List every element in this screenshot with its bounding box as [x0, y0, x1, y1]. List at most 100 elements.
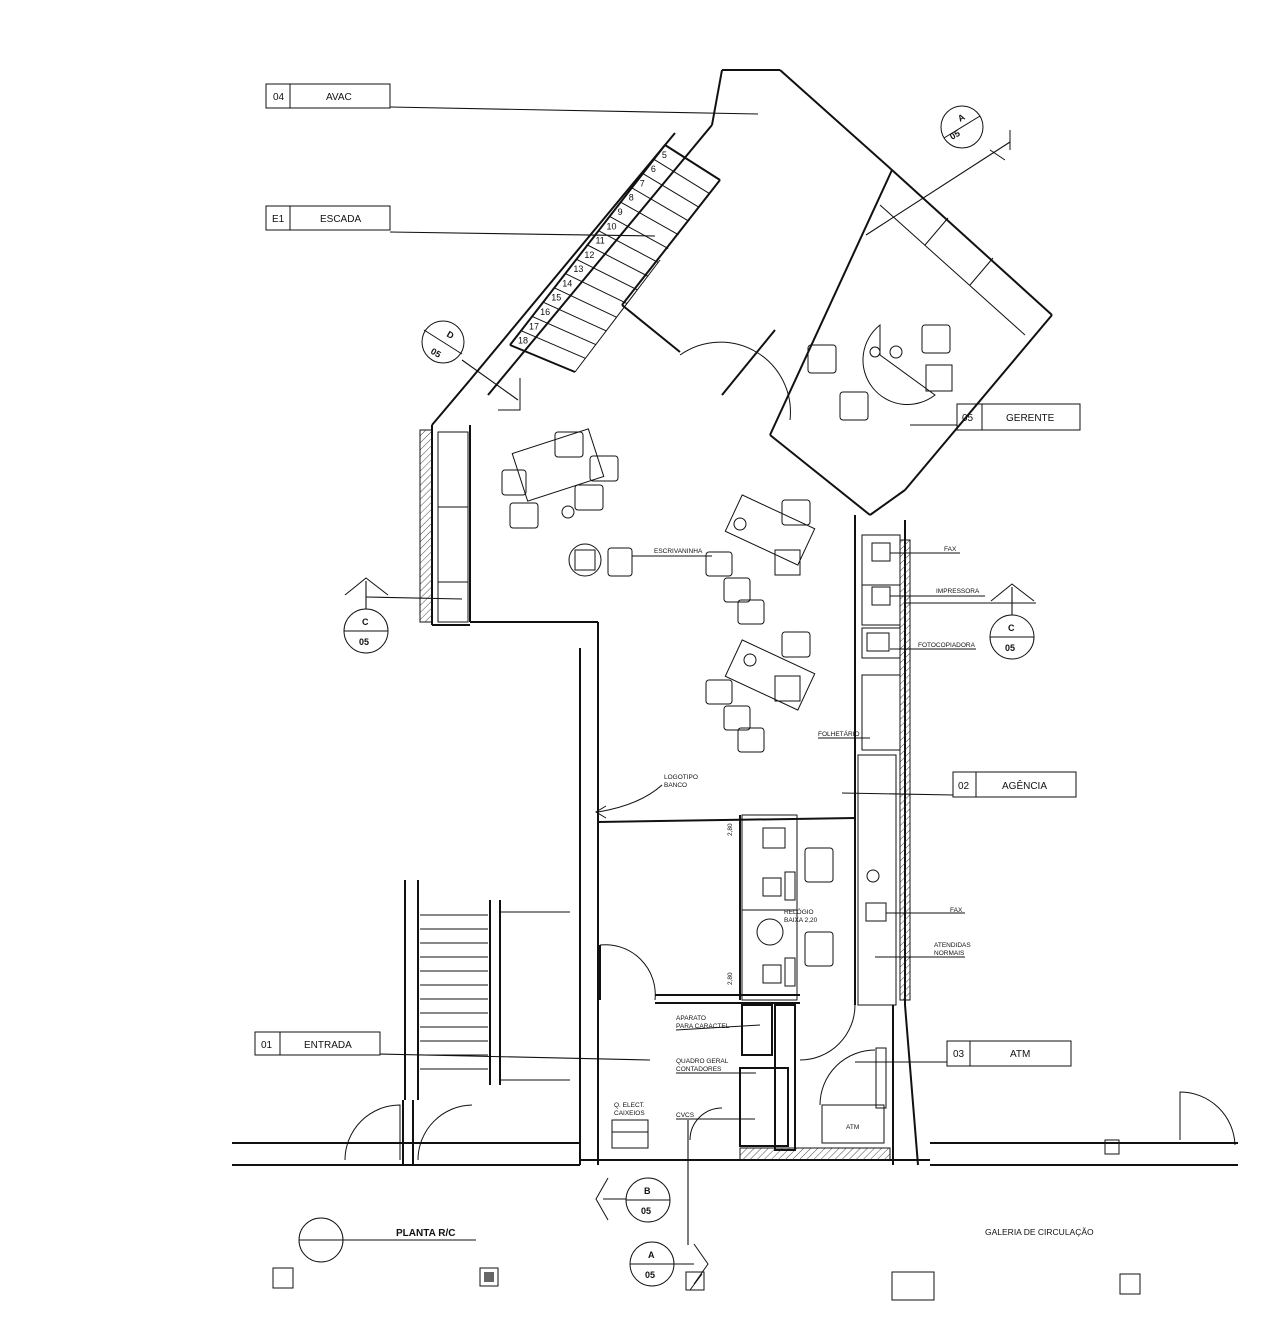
stair-tread — [543, 301, 607, 332]
room-tag-code: 03 — [953, 1049, 965, 1060]
section-sheet: 05 — [429, 346, 443, 360]
section-sheet: 05 — [1005, 643, 1015, 653]
label-atendidas: ATENDIDAS — [934, 942, 971, 949]
exterior-walls — [419, 69, 1053, 1166]
section-marker-b: B 05 — [595, 1177, 671, 1223]
stair-step-number: 16 — [540, 307, 550, 317]
stair-tread — [576, 258, 638, 291]
stair-step-number: 8 — [629, 193, 634, 203]
interior-walls — [437, 204, 1026, 1151]
stair-tread — [509, 344, 576, 373]
stair-step-number: 9 — [618, 207, 623, 217]
section-sheet: 05 — [641, 1206, 651, 1216]
label-q-elect-sub: CAIXEIOS — [614, 1110, 645, 1117]
stair-tread — [520, 330, 586, 359]
label-fax-bottom: FAX — [950, 907, 963, 914]
street-line — [232, 880, 1238, 1166]
room-tag-name: GERENTE — [1006, 413, 1055, 424]
stair-step-number: 7 — [640, 178, 645, 188]
label-impressora: IMPRESSORA — [936, 588, 980, 595]
section-sheet: 05 — [645, 1270, 655, 1280]
section-letter: A — [648, 1250, 655, 1260]
stair-tread — [631, 187, 690, 222]
stair-step-number: 5 — [662, 150, 667, 160]
stair-tread — [664, 144, 721, 181]
label-atm-unit: ATM — [846, 1124, 859, 1131]
section-letter: C — [362, 617, 369, 627]
stair-tread — [642, 173, 700, 208]
section-sheet: 05 — [948, 128, 962, 142]
stair-tread — [598, 230, 659, 263]
furniture — [501, 323, 953, 987]
label-aparato: APARATO — [676, 1015, 706, 1022]
label-aparato-sub: PARA CARACTEL — [676, 1023, 730, 1030]
staircase — [509, 144, 721, 373]
label-q-elect: Q. ELECT. — [614, 1102, 645, 1109]
stair-tread — [587, 244, 648, 277]
stair-step-number: 15 — [551, 293, 561, 303]
label-quadro-sub: CONTADORES — [676, 1066, 722, 1073]
room-tag-gerente: 05 GERENTE — [910, 403, 1081, 431]
label-relogio: RELÓGIO — [784, 907, 814, 916]
stair-tread — [653, 158, 710, 195]
room-tag-name: AGÊNCIA — [1002, 779, 1047, 792]
room-tag-name: ESCADA — [320, 214, 361, 225]
room-tag-name: ENTRADA — [304, 1040, 352, 1051]
room-tag-code: 02 — [958, 781, 970, 792]
stair-tread — [565, 273, 628, 304]
room-tag-entrada: 01 ENTRADA — [254, 1031, 651, 1061]
section-marker-a-bottom: A 05 — [629, 1120, 709, 1287]
label-atendidas-sub: NORMAIS — [934, 950, 965, 957]
plan-title-symbol: PLANTA R/C — [298, 1217, 476, 1263]
stair-step-number: 6 — [651, 164, 656, 174]
label-cvcs: CVCS — [676, 1112, 695, 1119]
stair-step-number: 12 — [584, 250, 594, 260]
legend-squares — [272, 1267, 1141, 1301]
stair-treads — [509, 144, 721, 373]
stair-step-number: 17 — [529, 321, 539, 331]
section-marker-d: D 05 — [421, 320, 521, 411]
room-tag-escada: E1 ESCADA — [265, 205, 656, 237]
label-logotipo: LOGOTIPO — [664, 774, 698, 781]
stair-tread — [620, 201, 679, 236]
section-letter: A — [956, 112, 967, 124]
section-marker-a-top: A 05 — [865, 105, 1011, 236]
label-dim1: 2,80 — [727, 823, 734, 836]
label-relogio-sub: BAIXA 2,20 — [784, 917, 818, 924]
plan-title: PLANTA R/C — [396, 1228, 455, 1239]
label-folhetario: FOLHETÁRIO — [818, 729, 860, 738]
section-sheet: 05 — [359, 637, 369, 647]
section-letter: B — [644, 1186, 651, 1196]
label-fotocopiadora: FOTOCOPIADORA — [918, 642, 976, 649]
room-tag-agencia: 02 AGÊNCIA — [841, 771, 1077, 798]
room-tag-code: 01 — [261, 1040, 273, 1051]
room-tag-atm: 03 ATM — [855, 1040, 1072, 1067]
section-marker-c-left: C 05 — [343, 577, 463, 654]
equipment-labels: FAX IMPRESSORA FOTOCOPIADORA FOLHETÁRIO … — [595, 546, 985, 1131]
gallery-label: GALERIA DE CIRCULAÇÃO — [985, 1227, 1094, 1237]
stair-step-number: 11 — [595, 236, 604, 246]
room-tag-avac: 04 AVAC — [265, 83, 759, 115]
room-tag-code: 05 — [962, 413, 974, 424]
room-tag-name: ATM — [1010, 1049, 1030, 1060]
label-escrivaninha: ESCRIVANINHA — [654, 548, 703, 555]
stair-tread — [531, 315, 596, 346]
stair-step-number: 18 — [518, 336, 528, 346]
label-dim2: 2,80 — [727, 972, 734, 985]
stair-step-number: 10 — [607, 221, 617, 231]
neighbour-stair-treads — [420, 914, 488, 1070]
stair-step-number: 14 — [562, 278, 572, 288]
label-fax-top: FAX — [944, 546, 957, 553]
stair-tread — [609, 215, 669, 250]
stair-step-number: 13 — [573, 264, 583, 274]
section-letter: C — [1008, 623, 1015, 633]
room-tag-code: 04 — [273, 92, 285, 103]
section-marker-c-right: C 05 — [906, 583, 1036, 660]
room-tag-code: E1 — [272, 214, 285, 225]
room-tag-name: AVAC — [326, 92, 352, 103]
label-quadro: QUADRO GERAL — [676, 1058, 729, 1065]
section-letter: D — [445, 329, 456, 341]
stair-tread — [554, 287, 617, 318]
